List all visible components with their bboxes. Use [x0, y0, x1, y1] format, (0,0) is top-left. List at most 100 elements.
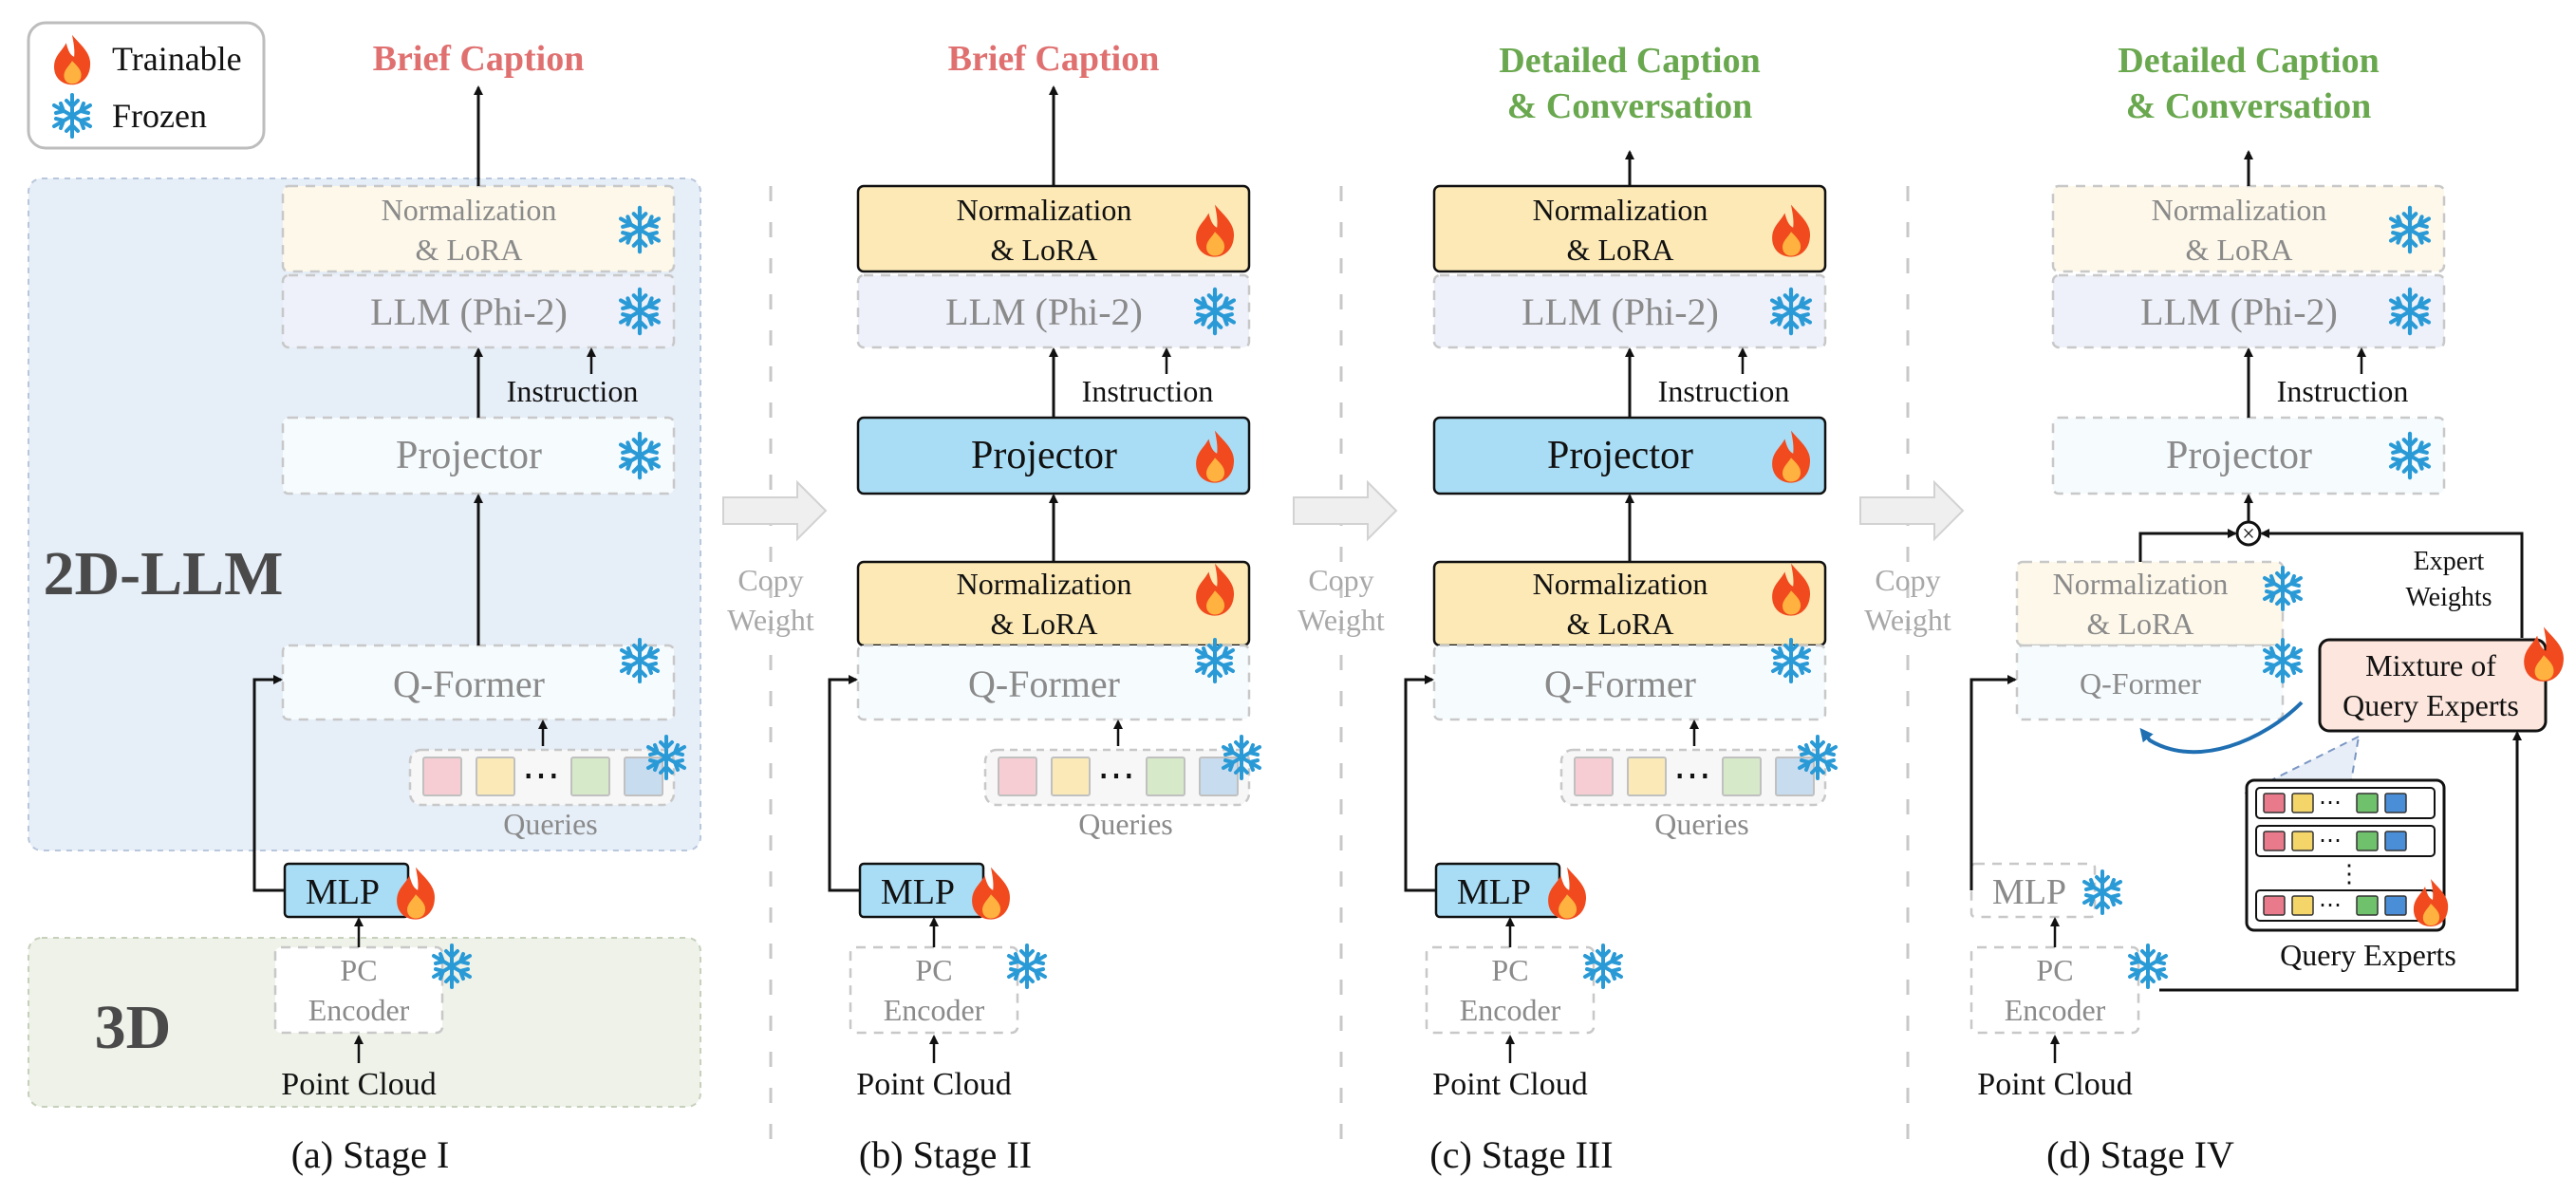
- llm-box: [856, 273, 1251, 349]
- output-caption: Detailed Caption& Conversation: [2118, 41, 2380, 126]
- norm-lora-mid-label: Normalization& LoRA: [2053, 567, 2229, 641]
- query-experts-vertical-ellipsis: ⋮: [2337, 860, 2361, 888]
- point-cloud-label: Point Cloud: [281, 1067, 436, 1102]
- queries-ellipsis: ⋯: [522, 754, 560, 796]
- query-expert-token: [2263, 793, 2286, 813]
- query-token: [1722, 757, 1762, 796]
- projector-label: Projector: [971, 434, 1117, 477]
- mlp-label: MLP: [1457, 872, 1531, 912]
- query-token: [998, 757, 1037, 796]
- q-former-label: Q-Former: [393, 663, 545, 705]
- queries-ellipsis: ⋯: [1097, 754, 1135, 796]
- query-expert-token: [2263, 895, 2286, 916]
- query-expert-token: [2263, 831, 2286, 851]
- q-former-box: [856, 644, 1251, 721]
- norm-lora-mid-label: Normalization& LoRA: [957, 567, 1132, 641]
- query-token: [1627, 757, 1667, 796]
- query-token: [570, 757, 610, 796]
- query-token: [476, 757, 515, 796]
- mlp-to-qformer-arrow: [828, 675, 860, 892]
- q-former-box: [1432, 644, 1827, 721]
- output-caption: Brief Caption: [948, 39, 1160, 79]
- stage-caption: (a) Stage I: [291, 1133, 450, 1176]
- stage-caption: (d) Stage IV: [2046, 1133, 2234, 1176]
- query-token: [1146, 757, 1185, 796]
- point-cloud-label: Point Cloud: [856, 1067, 1011, 1102]
- instruction-label: Instruction: [2277, 374, 2409, 408]
- norm-lora-top-label: Normalization& LoRA: [957, 193, 1132, 267]
- queries-label: Queries: [503, 807, 598, 841]
- projector-label: Projector: [396, 434, 542, 477]
- output-caption: Detailed Caption& Conversation: [1499, 41, 1761, 126]
- norm-lora-top-label: Normalization& LoRA: [382, 193, 557, 267]
- norm-lora-top-label: Normalization& LoRA: [2152, 193, 2327, 267]
- mlp-label: MLP: [1992, 872, 2066, 912]
- norm-lora-top-label: Normalization& LoRA: [1533, 193, 1708, 267]
- projector-label: Projector: [1547, 434, 1693, 477]
- region-3d-label: 3D: [95, 993, 172, 1062]
- mlp-to-qformer-arrow: [1969, 675, 2017, 890]
- mlp-to-qformer-arrow: [1404, 675, 1436, 892]
- query-expert-token: [2291, 831, 2314, 851]
- queries-label: Queries: [1078, 807, 1173, 841]
- copy-weight-arrow: [1859, 479, 1965, 542]
- mlp-box: [1969, 862, 2097, 919]
- llm-label: LLM (Phi-2): [370, 290, 568, 333]
- query-token: [1574, 757, 1614, 796]
- instruction-label: Instruction: [507, 374, 639, 408]
- query-expert-token: [2291, 895, 2314, 916]
- legend-trainable-label: Trainable: [112, 40, 242, 78]
- llm-label: LLM (Phi-2): [1521, 290, 1719, 333]
- mlp-label: MLP: [881, 872, 955, 912]
- mixture-of-query-experts-box: [2318, 638, 2548, 733]
- moqe-to-qformer-arrow: [2139, 701, 2304, 755]
- query-expert-ellipsis: ⋯: [2319, 893, 2342, 918]
- llm-label: LLM (Phi-2): [2140, 290, 2338, 333]
- instruction-label: Instruction: [1658, 374, 1790, 408]
- weights-to-multiply-arrow: [2260, 529, 2524, 638]
- stage-caption: (c) Stage III: [1429, 1133, 1613, 1176]
- legend-frozen-label: Frozen: [112, 97, 207, 135]
- q-former-label: Q-Former: [968, 663, 1120, 705]
- query-expert-ellipsis: ⋯: [2319, 791, 2342, 815]
- query-expert-token: [2384, 895, 2407, 916]
- query-experts-label: Query Experts: [2280, 938, 2456, 972]
- encoder-to-moqe-arrow: [2159, 731, 2522, 992]
- projector-label: Projector: [2166, 434, 2312, 477]
- query-expert-token: [2356, 831, 2379, 851]
- point-cloud-label: Point Cloud: [1432, 1067, 1587, 1102]
- query-token: [422, 757, 462, 796]
- llm-label: LLM (Phi-2): [945, 290, 1143, 333]
- queries-ellipsis: ⋯: [1673, 754, 1711, 796]
- copy-weight-arrow: [1293, 479, 1398, 542]
- q-former-label: Q-Former: [2080, 666, 2201, 701]
- llm-box: [2051, 273, 2446, 349]
- norm-to-multiply-arrow: [2138, 529, 2237, 562]
- mlp-to-qformer-arrow: [252, 675, 285, 892]
- query-token: [1051, 757, 1091, 796]
- region-2d-llm-label: 2D-LLM: [44, 539, 284, 608]
- instruction-label: Instruction: [1082, 374, 1214, 408]
- q-former-label: Q-Former: [1544, 663, 1696, 705]
- point-cloud-label: Point Cloud: [1977, 1067, 2132, 1102]
- flame-icon: [2524, 626, 2564, 682]
- output-caption: Brief Caption: [373, 39, 585, 79]
- copy-weight-arrow: [722, 479, 828, 542]
- norm-lora-mid-label: Normalization& LoRA: [1533, 567, 1708, 641]
- query-expert-token: [2291, 793, 2314, 813]
- query-expert-token: [2356, 895, 2379, 916]
- queries-label: Queries: [1654, 807, 1749, 841]
- stage-caption: (b) Stage II: [859, 1133, 1032, 1176]
- llm-box: [1432, 273, 1827, 349]
